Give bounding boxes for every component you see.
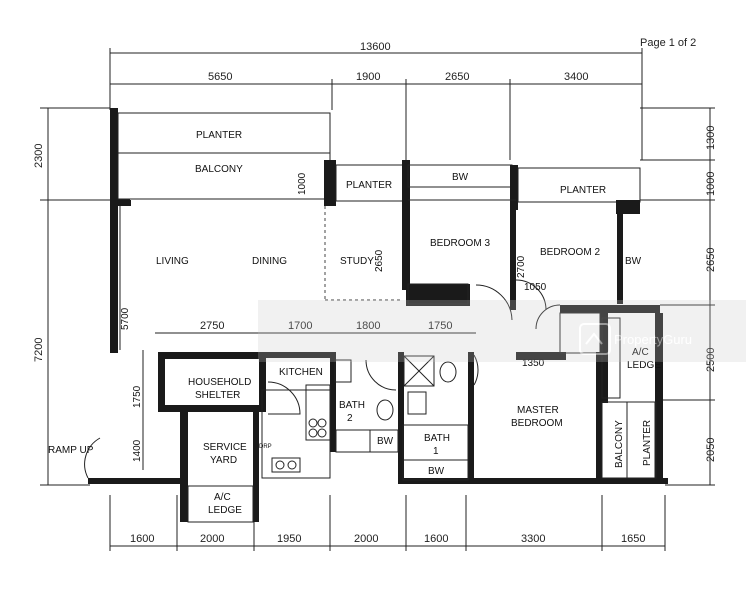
room-planter-vertical: PLANTER (642, 420, 653, 466)
room-kitchen: KITCHEN (279, 367, 323, 378)
dim-top-4: 3400 (564, 71, 588, 83)
room-bedroom2: BEDROOM 2 (540, 247, 600, 258)
dim-right-5: 2050 (705, 438, 717, 462)
room-living: LIVING (156, 256, 189, 267)
dimension-lines (40, 48, 715, 551)
room-bw-bedroom2: BW (625, 256, 642, 267)
room-bw-bath2: BW (377, 436, 394, 447)
dim-bottom-2: 2000 (200, 533, 224, 545)
page-label: Page 1 of 2 (640, 37, 696, 49)
room-balcony-top: BALCONY (195, 164, 243, 175)
dim-right-4: 2500 (705, 348, 717, 372)
room-balcony-right: BALCONY (614, 420, 625, 468)
room-service-2: YARD (210, 455, 237, 466)
dim-bottom-3: 1950 (277, 533, 301, 545)
dim-row-1: 2750 (200, 320, 224, 332)
room-bw-bath1: BW (428, 466, 445, 477)
dim-left-1: 2300 (33, 144, 45, 168)
dim-balcony-depth: 1000 (297, 172, 308, 195)
dim-1050: 1050 (524, 282, 547, 293)
watermark: PropertyGuru (258, 300, 746, 362)
dryer-label: DRP (259, 444, 272, 450)
room-acledge-right-1: A/C (632, 347, 649, 358)
room-acledge-right-2: LEDGE (627, 360, 661, 371)
dim-bottom-6: 3300 (521, 533, 545, 545)
watermark-brand: PropertyGuru (614, 332, 692, 347)
room-master-1: MASTER (517, 405, 559, 416)
dim-inner-5700: 5700 (120, 307, 131, 330)
ramp-up-label: RAMP UP (48, 445, 94, 456)
dim-1350: 1350 (522, 358, 545, 369)
room-planter-top: PLANTER (196, 130, 242, 141)
room-bedroom3: BEDROOM 3 (430, 238, 490, 249)
dim-left-2: 7200 (33, 338, 45, 362)
room-bath1-1: BATH (424, 433, 450, 444)
dim-overall-top: 13600 (360, 41, 391, 53)
dim-row-3: 1800 (356, 320, 380, 332)
room-bath1-2: 1 (433, 446, 439, 457)
room-bath2-1: BATH (339, 400, 365, 411)
walls (84, 108, 668, 523)
dim-bed2-depth: 2700 (516, 255, 527, 278)
dim-row-2: 1700 (288, 320, 312, 332)
room-service-1: SERVICE (203, 442, 247, 453)
room-labels: PLANTER BALCONY PLANTER BW PLANTER LIVIN… (48, 130, 661, 516)
dim-top-1: 5650 (208, 71, 232, 83)
room-shelter-2: SHELTER (195, 390, 240, 401)
room-acledge-bottom-2: LEDGE (208, 505, 242, 516)
room-dining: DINING (252, 256, 287, 267)
dim-inner-1400: 1400 (132, 439, 143, 462)
dim-row-4: 1750 (428, 320, 452, 332)
room-study: STUDY (340, 256, 374, 267)
dim-study-depth: 2650 (374, 249, 385, 272)
dim-bottom-1: 1600 (130, 533, 154, 545)
room-bw-top: BW (452, 172, 469, 183)
dim-top-2: 1900 (356, 71, 380, 83)
dim-bottom-4: 2000 (354, 533, 378, 545)
room-planter-small: PLANTER (346, 180, 392, 191)
dim-top-3: 2650 (445, 71, 469, 83)
dim-right-1: 1300 (705, 126, 717, 150)
dim-bottom-7: 1650 (621, 533, 645, 545)
room-acledge-bottom-1: A/C (214, 492, 231, 503)
dim-right-3: 2650 (705, 248, 717, 272)
room-shelter-1: HOUSEHOLD (188, 377, 251, 388)
room-bath2-2: 2 (347, 413, 353, 424)
dim-inner-1750: 1750 (132, 385, 143, 408)
room-master-2: BEDROOM (511, 418, 563, 429)
dim-right-2: 1000 (705, 172, 717, 196)
dimension-labels: 13600 Page 1 of 2 5650 1900 2650 3400 16… (33, 37, 717, 545)
dim-bottom-5: 1600 (424, 533, 448, 545)
room-planter-right: PLANTER (560, 185, 606, 196)
